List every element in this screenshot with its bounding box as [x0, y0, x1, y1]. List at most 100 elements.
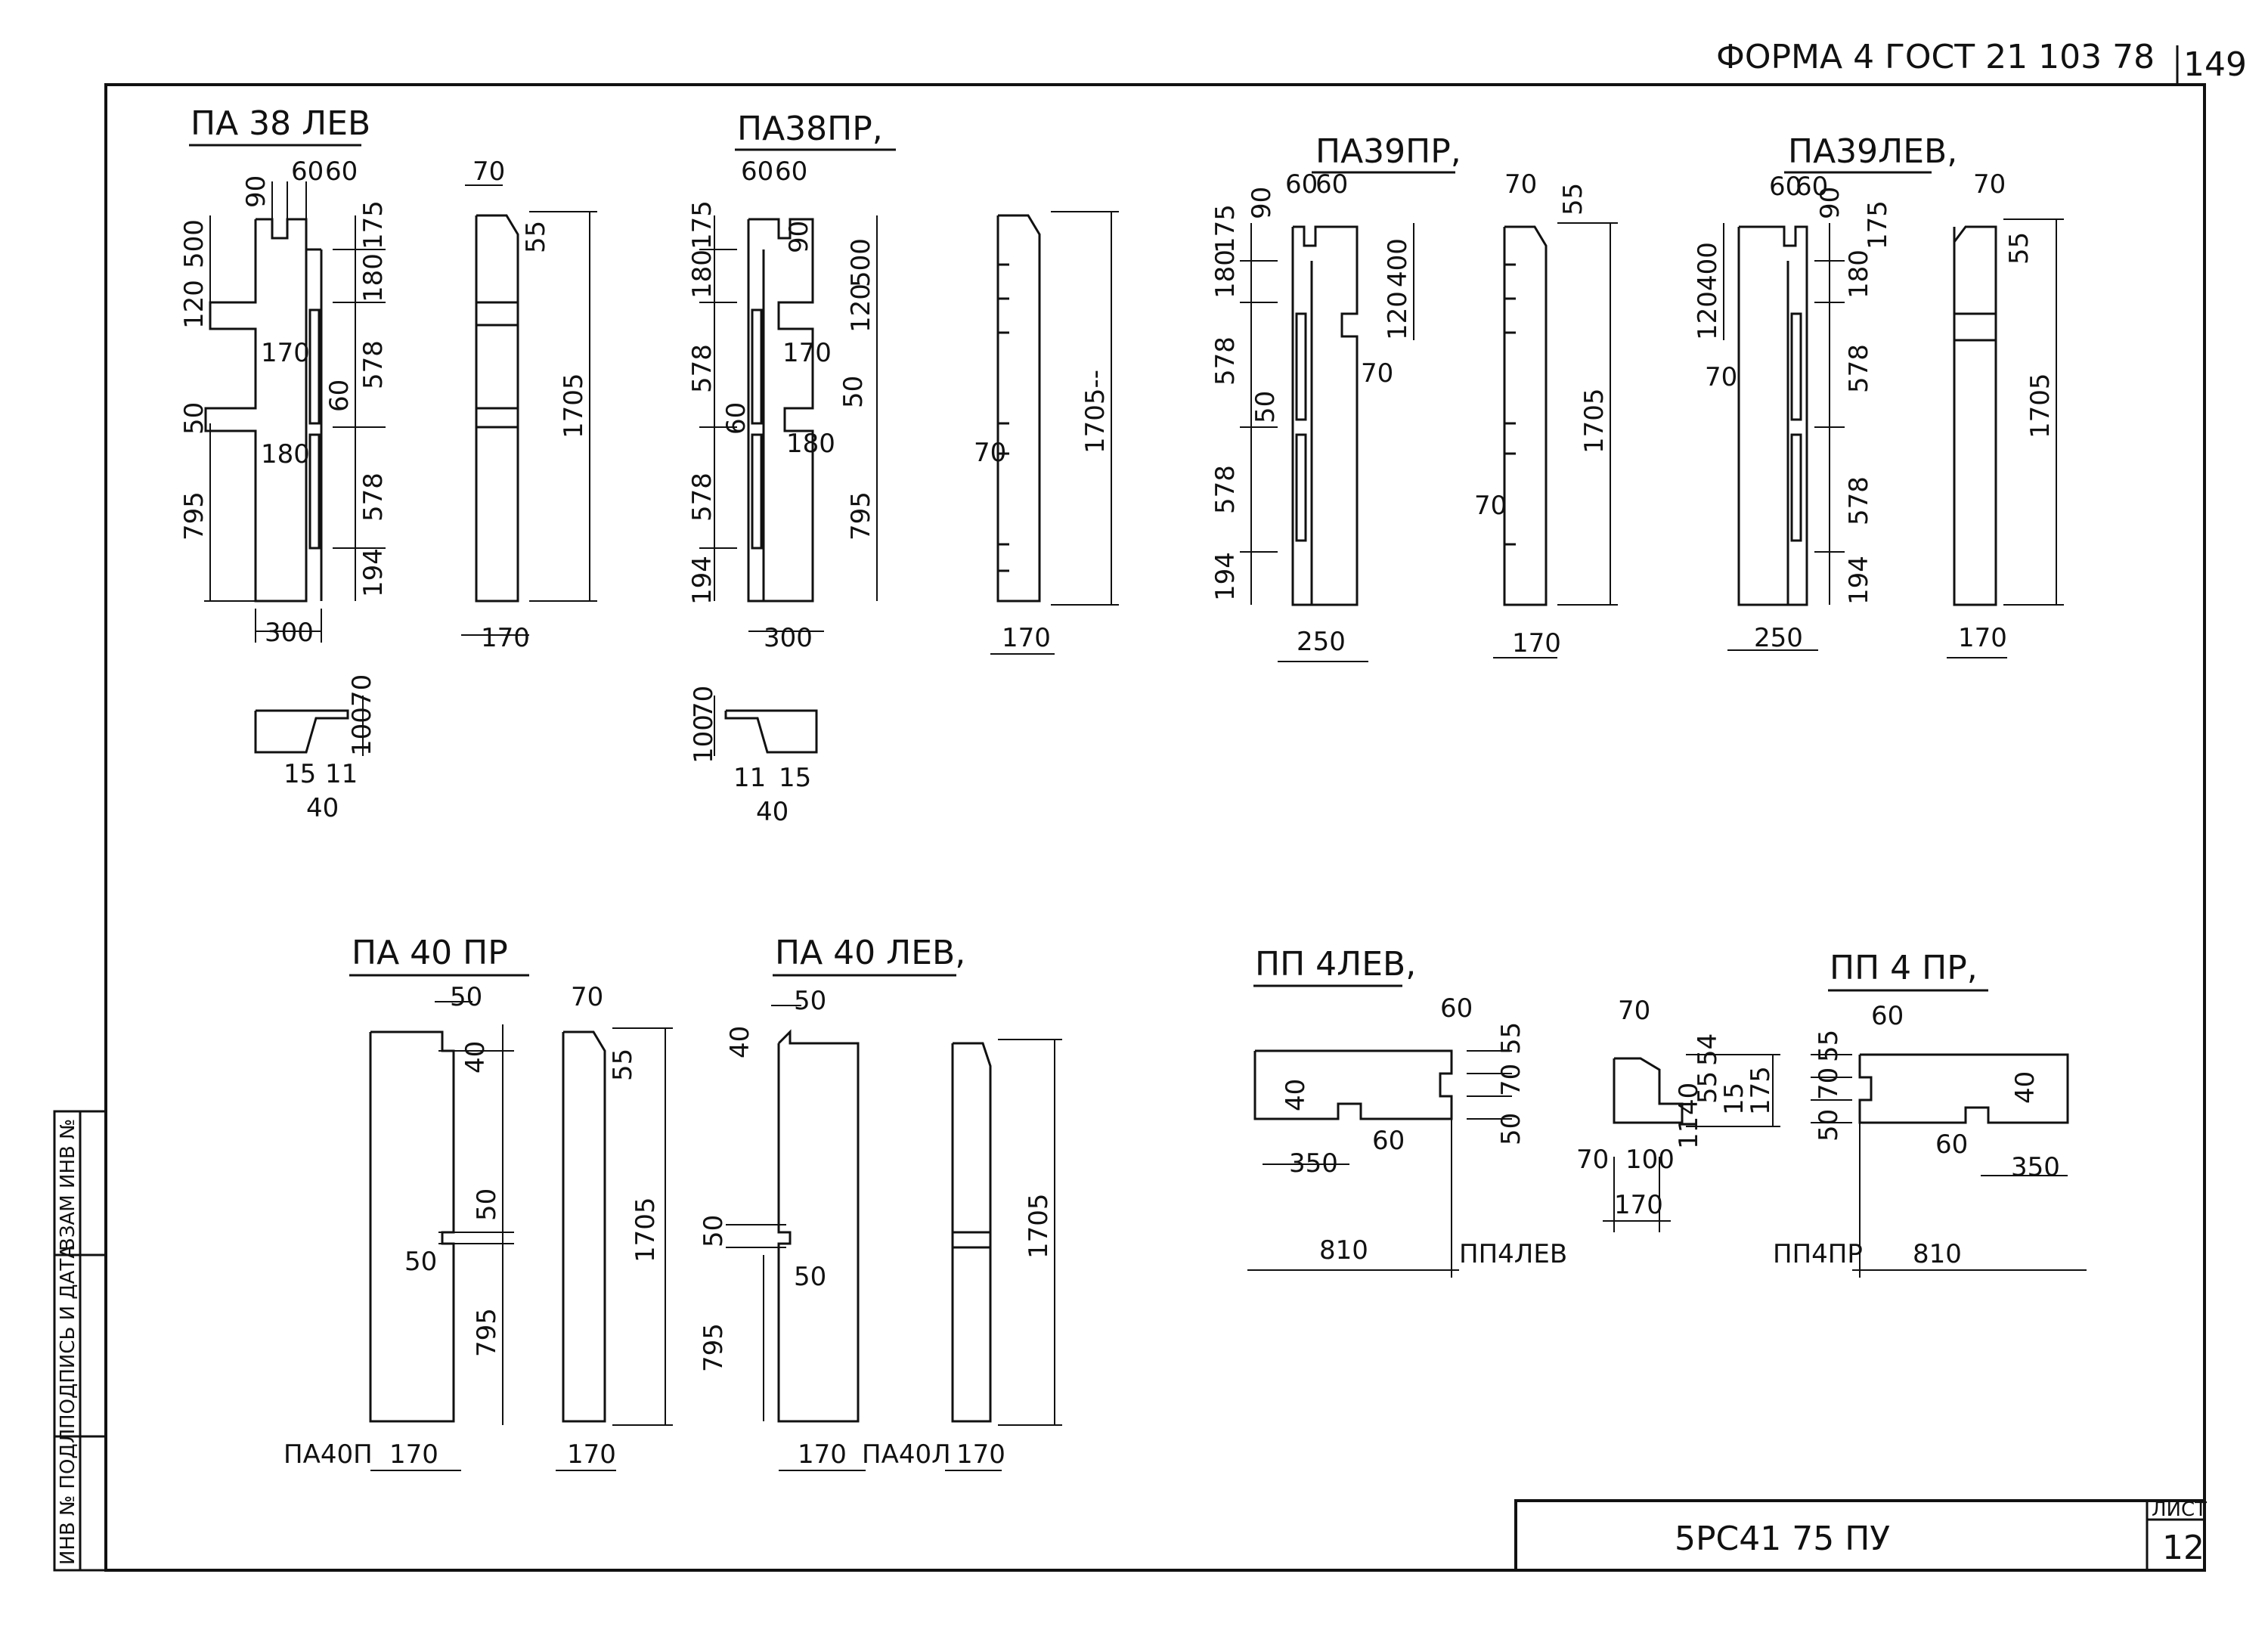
pa39lev-side-170: 170: [1958, 623, 2007, 653]
sheet-frame: [104, 83, 2206, 1572]
pa39lev-dim-578b: 578: [1844, 476, 1874, 525]
pp4pr-title: ПП 4 ПР,: [1830, 949, 1978, 987]
pa38lev-side-70: 70: [472, 156, 505, 187]
panel-pa40lev: ПА 40 ЛЕВ, 50 40 50 50 795 170 ПА40Л 170…: [699, 934, 1062, 1471]
pp4sect-dim-40: 40: [1674, 1083, 1704, 1115]
pa40pr-mark: ПА40П: [284, 1439, 373, 1470]
pp4pr-dim-350: 350: [2011, 1152, 2060, 1182]
pp4sect-dim-11: 11: [1674, 1117, 1704, 1149]
pp4pr-dim-50: 50: [1814, 1109, 1844, 1142]
pa38pr-dim-60a: 60: [741, 156, 773, 187]
pp4sect-dim-54: 54: [1693, 1033, 1723, 1066]
pa38lev-dim-120: 120: [179, 280, 209, 329]
side-table-col1: ИНВ № ПОДЛ: [57, 1429, 79, 1565]
pa38pr-det-11: 11: [733, 763, 766, 793]
pa38lev-dim-90: 90: [241, 175, 271, 208]
pa38lev-dim-578b: 578: [358, 473, 389, 522]
pp4pr-dim-810: 810: [1913, 1239, 1962, 1269]
pa39lev-dim-70: 70: [1705, 362, 1737, 392]
pp4lev-dim-50: 50: [1496, 1113, 1526, 1145]
pp4pr-mark: ПП4ПР: [1773, 1239, 1863, 1269]
pp4lev-dim-70: 70: [1496, 1064, 1526, 1096]
pa39pr-dim-250: 250: [1297, 627, 1346, 657]
pa39pr-side-1705: 1705: [1579, 388, 1610, 454]
pa40pr-dim-170: 170: [389, 1439, 438, 1470]
pa39lev-dim-60a: 60: [1769, 172, 1802, 202]
pp4lev-dim-350: 350: [1289, 1148, 1338, 1179]
pa40lev-dim-50a: 50: [794, 986, 826, 1016]
pa40pr-dim-795: 795: [472, 1308, 502, 1357]
pa38pr-det-70: 70: [689, 686, 719, 718]
pa39pr-dim-120: 120: [1383, 291, 1413, 340]
pa40lev-dim-170: 170: [798, 1439, 847, 1470]
pa39lev-side-1705: 1705: [2025, 373, 2056, 438]
pa38pr-dim-180b: 180: [786, 429, 835, 459]
pa38pr-dim-120: 120: [846, 284, 876, 333]
pa40pr-dim-50c: 50: [404, 1247, 437, 1277]
pa38pr-side-70: 70: [974, 438, 1006, 468]
pa38pr-dim-50: 50: [838, 376, 869, 408]
pa39pr-side-170: 170: [1512, 628, 1561, 658]
pa38pr-dim-60: 60: [721, 402, 751, 435]
pa38lev-det-15: 15: [284, 759, 316, 789]
pp4pr-dim-55: 55: [1814, 1030, 1844, 1062]
pa40pr-side-55: 55: [608, 1049, 638, 1081]
pa38pr-dim-500: 500: [846, 238, 876, 287]
sheet-number: 12: [2162, 1529, 2204, 1567]
pa40lev-dim-795: 795: [699, 1323, 729, 1372]
pp4lev-dim-40: 40: [1281, 1079, 1311, 1111]
pa39lev-side-70: 70: [1973, 169, 2006, 200]
pa39pr-dim-60b: 60: [1315, 169, 1348, 200]
pa38pr-dim-170: 170: [782, 338, 832, 368]
pa38pr-dim-578a: 578: [687, 344, 717, 393]
pa38pr-dim-194: 194: [687, 556, 717, 605]
pa40lev-dim-50c: 50: [794, 1262, 826, 1292]
pa39pr-dim-194: 194: [1210, 552, 1241, 601]
pp4pr-dim-60: 60: [1871, 1001, 1904, 1031]
pa39lev-dim-175: 175: [1863, 200, 1893, 249]
panel-pp4pr: ПП 4 ПР, 60 55 70 50 40 60 350 810 ПП4ПР: [1773, 949, 2087, 1278]
pp4lev-mark: ПП4ЛЕВ: [1459, 1239, 1567, 1269]
pa39lev-dim-60b: 60: [1796, 172, 1828, 202]
pa39lev-dim-90: 90: [1815, 187, 1845, 219]
side-table-col3: ВЗАМ ИНВ №: [57, 1119, 79, 1251]
pa38pr-dim-578b: 578: [687, 473, 717, 522]
pa38lev-dim-578a: 578: [358, 340, 389, 389]
pa40lev-side-1705: 1705: [1024, 1193, 1054, 1259]
pa39lev-title: ПА39ЛЕВ,: [1788, 132, 1957, 171]
pa38lev-dim-180: 180: [358, 253, 389, 302]
pp4sect-dim-100: 100: [1625, 1145, 1675, 1175]
pa38lev-dim-175: 175: [358, 200, 389, 249]
pa39lev-dim-578a: 578: [1844, 344, 1874, 393]
pa39pr-side-70: 70: [1504, 169, 1537, 200]
pp4pr-dim-60b: 60: [1935, 1129, 1968, 1160]
pa40pr-dim-40: 40: [460, 1041, 491, 1074]
panel-pp4-section: 70 54 55 40 11 15 175 70 100 170: [1576, 996, 1780, 1232]
pp4sect-dim-55: 55: [1693, 1071, 1723, 1104]
pa39lev-dim-120: 120: [1693, 291, 1723, 340]
side-table-col2: ПОДПИСЬ И ДАТА: [57, 1245, 79, 1429]
pp4pr-dim-40: 40: [2010, 1071, 2040, 1104]
panel-pa39lev: ПА39ЛЕВ, 60 60 90 175 400 180 120 70 578…: [1693, 132, 2064, 658]
pa38lev-side-170: 170: [481, 623, 530, 653]
pa40pr-dim-50b: 50: [472, 1188, 502, 1221]
pp4sect-dim-70: 70: [1618, 996, 1650, 1026]
pa39pr-side-55: 55: [1558, 183, 1588, 215]
panel-pa38lev: ПА 38 ЛЕВ 60 60 90 500 120 175 180 578 5…: [179, 104, 597, 823]
pa38pr-dim-180: 180: [687, 249, 717, 299]
side-approval-table: ИНВ № ПОДЛ ПОДПИСЬ И ДАТА ВЗАМ ИНВ №: [53, 1110, 107, 1572]
pa38pr-dim-60b: 60: [775, 156, 807, 187]
pa40pr-dim-50a: 50: [450, 982, 482, 1012]
pa38pr-side-170: 170: [1002, 623, 1051, 653]
pa38lev-det-11: 11: [325, 759, 358, 789]
pa38pr-det-100: 100: [689, 714, 719, 764]
pa39pr-dim-50: 50: [1250, 391, 1281, 423]
pa39pr-dim-578a: 578: [1210, 336, 1241, 386]
pp4lev-dim-60b: 60: [1372, 1126, 1405, 1156]
pa38pr-dim-300: 300: [764, 623, 813, 653]
panel-pa39pr: ПА39ПР, 60 60 175 90 180 400 120 70 578 …: [1210, 132, 1618, 662]
pa38lev-det-40: 40: [306, 793, 339, 823]
pa38pr-side-1705: 1705--: [1080, 370, 1111, 454]
panel-pa38pr: ПА38ПР, 60 60 175 90 180 500 120 578 170…: [687, 110, 1119, 827]
